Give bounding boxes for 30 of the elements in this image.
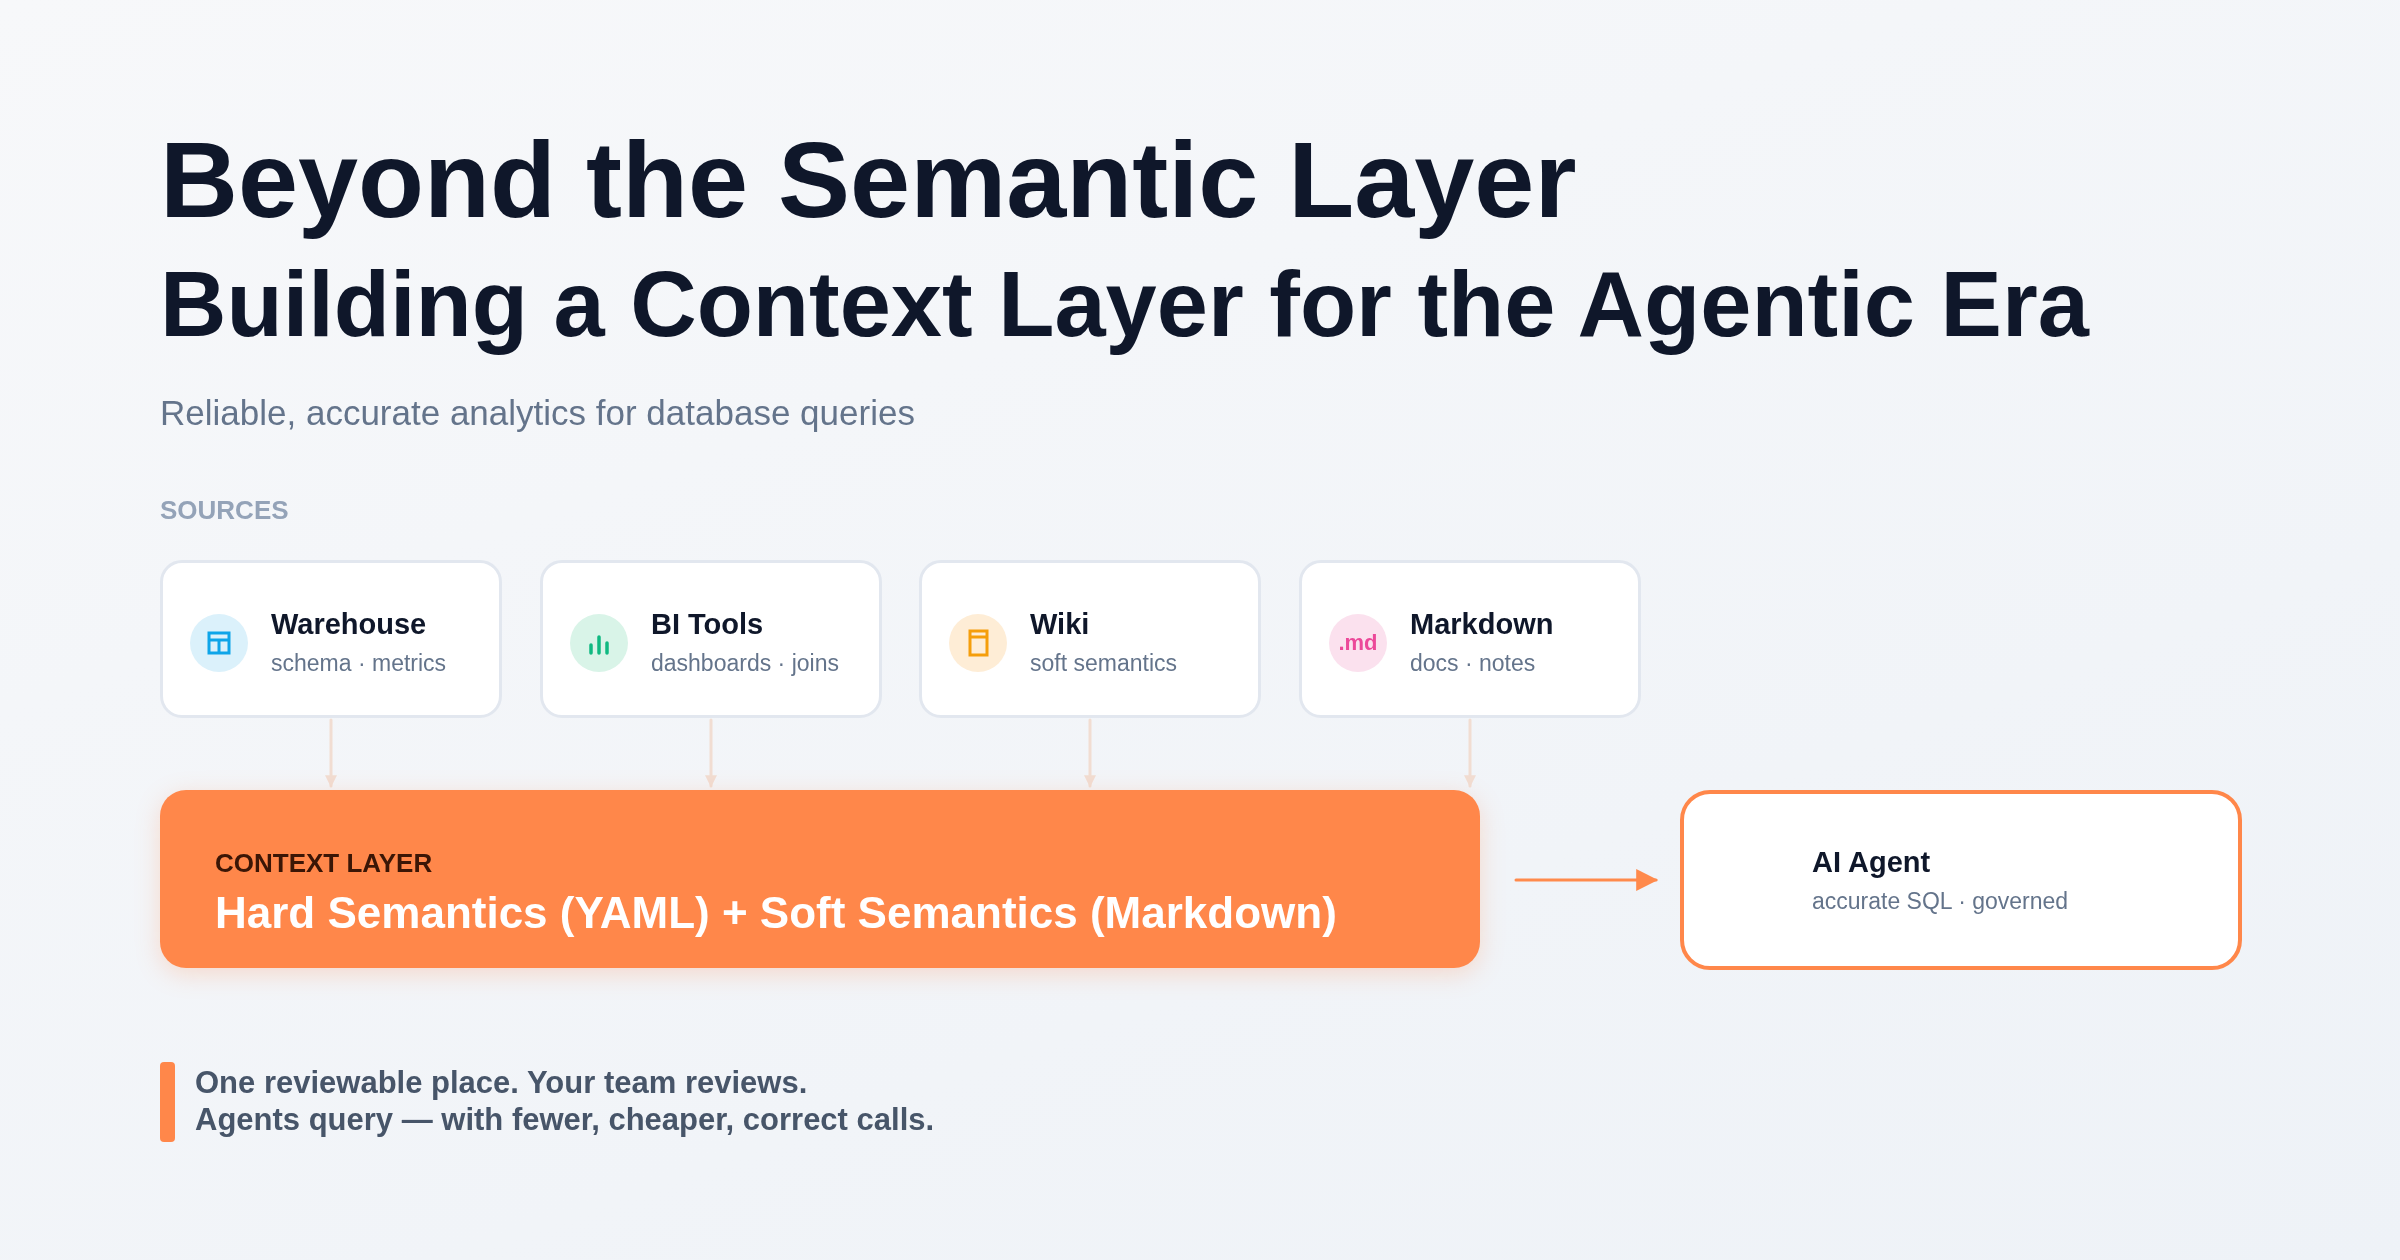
source-description: dashboards · joins	[651, 650, 839, 677]
layer-label: CONTEXT LAYER	[215, 848, 433, 879]
source-card	[540, 560, 882, 718]
note-text: One reviewable place. Your team reviews.	[195, 1064, 808, 1102]
note-text: Agents query — with fewer, cheaper, correct calls.	[195, 1101, 935, 1139]
section-label: SOURCES	[160, 495, 289, 527]
arrow	[325, 718, 337, 788]
file-extension-badge: .md	[1329, 614, 1387, 672]
agent-name: AI Agent	[1812, 846, 1931, 879]
source-card	[160, 560, 502, 718]
source-card	[1299, 560, 1641, 718]
source-name: BI Tools	[651, 608, 764, 641]
title: Beyond the Semantic Layer	[160, 118, 1577, 242]
layer-title: Hard Semantics (YAML) + Soft Semantics (Markdown)	[215, 888, 1337, 938]
source-name: Warehouse	[271, 608, 427, 641]
arrow	[1084, 718, 1096, 788]
tagline: Reliable, accurate analytics for database queries	[160, 392, 915, 434]
agent-card	[1680, 790, 2242, 970]
source-name: Wiki	[1030, 608, 1090, 641]
source-name: Markdown	[1410, 608, 1554, 641]
arrow	[1514, 869, 1659, 891]
source-description: schema · metrics	[271, 650, 447, 677]
source-card	[919, 560, 1261, 718]
source-description: soft semantics	[1030, 650, 1177, 677]
context-layer-bar	[160, 790, 1480, 968]
source-description: docs · notes	[1410, 650, 1536, 677]
arrow	[1464, 718, 1476, 788]
subtitle: Building a Context Layer for the Agentic Era	[160, 252, 2089, 357]
agent-description: accurate SQL · governed	[1812, 888, 2069, 915]
arrow	[705, 718, 717, 788]
